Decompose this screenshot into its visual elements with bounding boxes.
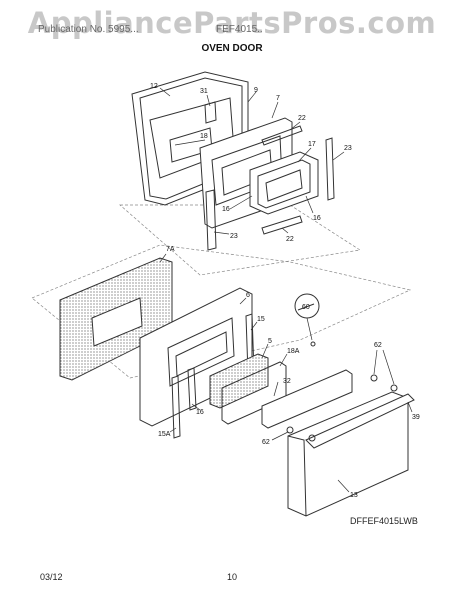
watermark: AppliancePartsPros.com: [27, 6, 437, 40]
callout-62a: 62: [374, 342, 382, 349]
callout-39: 39: [412, 414, 420, 421]
upper-dashed-plane: [119, 204, 361, 276]
leader-13: [337, 479, 350, 493]
callout-5: 5: [268, 338, 272, 345]
leader-15: [250, 321, 258, 331]
callout-15: 15: [257, 316, 265, 323]
leader-16a: [229, 195, 253, 210]
callout-23a: 23: [344, 145, 352, 152]
part-60-screw: [297, 303, 315, 311]
leader-62b: [382, 349, 395, 385]
lower-assembly: [31, 244, 415, 517]
leader-15a: [169, 427, 177, 433]
part-16-bracket: [187, 367, 197, 411]
callout-16b: 16: [313, 215, 321, 222]
section-title: OVEN DOOR: [201, 43, 263, 54]
leader-23b: [213, 231, 230, 235]
callout-31: 31: [200, 88, 208, 95]
footer-date: 03/12: [40, 572, 63, 582]
callout-18a: 18A: [287, 348, 300, 355]
model-header: FEF4015..: [216, 24, 263, 35]
leader-39: [407, 401, 413, 413]
leader-23a: [332, 151, 345, 161]
part-13-edge: [287, 435, 307, 517]
callout-32: 32: [283, 378, 291, 385]
leader-62c: [271, 431, 289, 441]
callout-62b: 62: [262, 439, 270, 446]
part-62-screw-a: [370, 374, 378, 382]
drawing-number: DFFEF4015LWB: [350, 516, 418, 526]
part-60-head: [310, 341, 316, 347]
part-13-outer-door: [287, 391, 409, 517]
callout-9: 9: [254, 87, 258, 94]
callout-6: 6: [246, 292, 250, 299]
leader-7a: [159, 253, 167, 263]
part-23-left-channel: [205, 189, 217, 251]
leader-6: [239, 297, 247, 305]
part-5-block: [209, 353, 269, 409]
leader-18a: [279, 353, 288, 367]
leader-7: [271, 101, 279, 119]
part-39-handle: [305, 393, 415, 449]
callout-16a: 16: [222, 206, 230, 213]
part-15a-channel: [171, 375, 181, 439]
callout-18: 18: [200, 133, 208, 140]
callout-12: 12: [150, 83, 158, 90]
part-16-glass: [265, 169, 303, 202]
leader-17: [297, 147, 312, 163]
part-32-plate: [261, 369, 353, 429]
part-62-screw-c: [286, 426, 294, 434]
callout-60: 60: [302, 304, 310, 311]
part-62-screw-d: [308, 434, 316, 442]
leader-31: [206, 94, 211, 107]
leader-62a: [373, 349, 378, 375]
leader-9: [247, 91, 257, 103]
part-17-inner: [257, 159, 311, 209]
part-17-glass-pack: [249, 151, 319, 215]
part-62-screw-b: [390, 384, 398, 392]
upper-assembly: [119, 71, 361, 276]
leader-18: [174, 139, 206, 146]
leader-12: [159, 87, 171, 97]
callout-16c: 16: [196, 409, 204, 416]
callout-15a: 15A: [158, 431, 171, 438]
part-23-right-channel: [325, 137, 335, 201]
publication-header: Publication No. 5995...: [38, 24, 139, 35]
callout-17: 17: [308, 141, 316, 148]
leader-60-down: [306, 317, 313, 341]
lower-dashed-plane: [31, 244, 412, 379]
leader-16c: [191, 403, 201, 411]
part-22-bottom-channel: [261, 215, 303, 235]
callout-22b: 22: [286, 236, 294, 243]
part-31-bracket: [204, 101, 217, 124]
part-22-top-channel: [261, 125, 303, 146]
callout-22a: 22: [298, 115, 306, 122]
callout-7a: 7A: [166, 246, 175, 253]
footer-page-number: 10: [227, 572, 238, 582]
callout-23b: 23: [230, 233, 238, 240]
leader-5: [261, 343, 269, 359]
callout-13: 13: [350, 492, 358, 499]
part-6-inner-window: [175, 331, 228, 377]
part-7a-cutout: [91, 297, 143, 347]
leader-22b: [281, 227, 289, 234]
leader-22a: [289, 121, 301, 131]
part-6-window: [167, 317, 235, 387]
leader-32: [273, 381, 279, 397]
callout-7: 7: [276, 95, 280, 102]
leader-16b: [305, 195, 314, 214]
